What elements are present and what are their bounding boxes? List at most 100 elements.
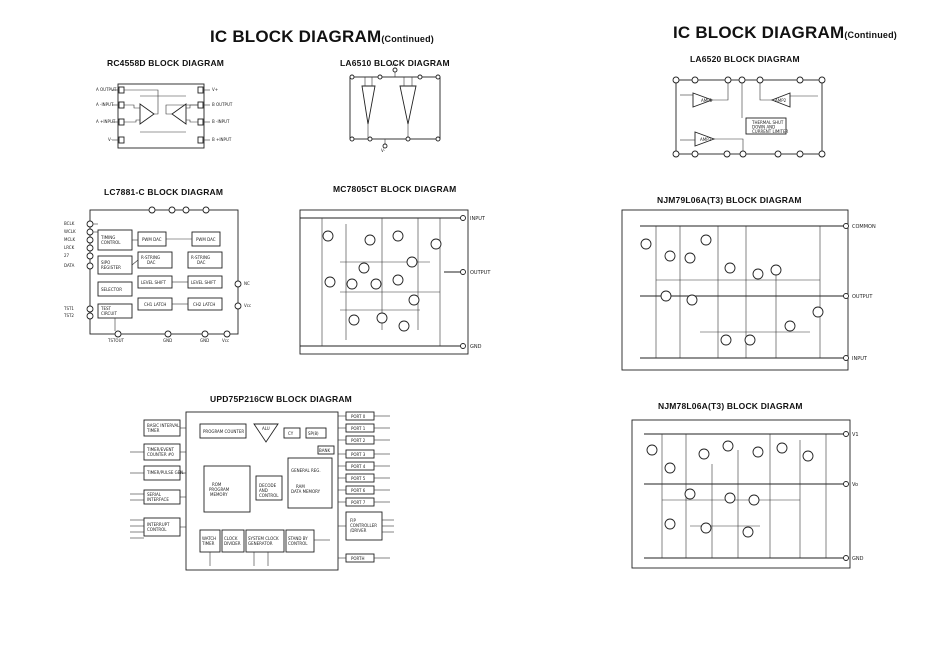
svg-text:V-: V- — [381, 148, 386, 153]
svg-text:/DRIVER: /DRIVER — [350, 528, 367, 533]
svg-text:CH1 LATCH: CH1 LATCH — [144, 302, 166, 307]
page-title-right-text: IC BLOCK DIAGRAM — [673, 23, 845, 42]
upd-ports: PORT 0 PORT 1 PORT 2 PORT 3 PORT 4 PORT … — [345, 411, 383, 563]
svg-text:SYSTEM CLOCK: SYSTEM CLOCK — [248, 536, 279, 541]
mc7805ct-diagram: INPUT OUTPUT GND — [299, 209, 491, 355]
svg-text:PORT 4: PORT 4 — [351, 464, 366, 469]
svg-text:Vcc: Vcc — [222, 338, 229, 343]
svg-text:LEVEL SHIFT: LEVEL SHIFT — [141, 280, 166, 285]
svg-text:PWM DAC: PWM DAC — [142, 237, 162, 242]
svg-text:B -INPUT: B -INPUT — [212, 119, 230, 124]
svg-text:SP(8): SP(8) — [308, 431, 319, 436]
svg-text:COMMON: COMMON — [852, 224, 876, 230]
page-title-right-suffix: (Continued) — [844, 30, 897, 40]
la6520-diagram: AMP1 AMP2 AMP3 THERMAL SHUT DOWN AND CUR… — [672, 76, 826, 158]
svg-text:BANK: BANK — [319, 448, 330, 453]
svg-text:WATCH: WATCH — [202, 536, 216, 541]
svg-text:REGISTER: REGISTER — [101, 265, 121, 270]
svg-text:PORT 5: PORT 5 — [351, 476, 366, 481]
svg-text:OUTPUT: OUTPUT — [852, 294, 873, 300]
title-lc7881c: LC7881-C BLOCK DIAGRAM — [104, 187, 224, 197]
svg-text:R-STRING: R-STRING — [141, 255, 160, 260]
svg-text:CONTROL: CONTROL — [101, 240, 121, 245]
svg-text:LEVEL SHIFT: LEVEL SHIFT — [191, 280, 216, 285]
la6510-diagram: V+ V- — [349, 62, 441, 153]
svg-text:GND: GND — [200, 338, 209, 343]
svg-text:TIMER: TIMER — [146, 428, 160, 433]
svg-text:MCLK: MCLK — [64, 237, 75, 242]
svg-text:A +INPUT: A +INPUT — [96, 119, 116, 124]
svg-text:GND: GND — [852, 556, 864, 562]
svg-text:BCLK: BCLK — [64, 221, 75, 226]
njm79l06a-diagram: COMMON OUTPUT INPUT — [621, 209, 876, 371]
svg-text:SELECTOR: SELECTOR — [101, 287, 122, 292]
title-mc7805ct: MC7805CT BLOCK DIAGRAM — [333, 184, 457, 194]
svg-text:PORT 7: PORT 7 — [351, 500, 366, 505]
title-njm79l06a: NJM79L06A(T3) BLOCK DIAGRAM — [657, 195, 802, 205]
svg-text:27: 27 — [64, 253, 70, 258]
svg-text:TIMER: TIMER — [201, 541, 215, 546]
svg-text:DATA MEMORY: DATA MEMORY — [291, 489, 321, 494]
svg-text:V+: V+ — [391, 62, 397, 67]
svg-text:COUNTER #0: COUNTER #0 — [147, 452, 174, 457]
svg-text:V1: V1 — [852, 432, 859, 438]
svg-text:GND: GND — [470, 344, 482, 350]
svg-text:ROM: ROM — [212, 482, 222, 487]
svg-text:INPUT: INPUT — [470, 216, 486, 222]
svg-text:THERMAL SHUT: THERMAL SHUT — [751, 120, 784, 125]
page-title-left-text: IC BLOCK DIAGRAM — [210, 27, 382, 46]
svg-text:CIRCUIT: CIRCUIT — [101, 311, 117, 316]
title-njm78l06a: NJM78L06A(T3) BLOCK DIAGRAM — [658, 401, 803, 411]
svg-text:DOWN AND: DOWN AND — [752, 125, 775, 130]
svg-text:TST1: TST1 — [63, 306, 74, 311]
svg-text:TIMER/PULSE GEN.: TIMER/PULSE GEN. — [146, 470, 185, 475]
svg-text:OUTPUT: OUTPUT — [470, 270, 491, 276]
svg-text:TSTOUT: TSTOUT — [107, 338, 125, 343]
svg-text:MEMORY: MEMORY — [210, 492, 228, 497]
svg-text:PORTH: PORTH — [351, 556, 365, 561]
svg-text:PROGRAM COUNTER: PROGRAM COUNTER — [203, 429, 244, 434]
svg-text:GND: GND — [163, 338, 172, 343]
svg-text:PORT 1: PORT 1 — [351, 426, 366, 431]
svg-text:A OUTPUT: A OUTPUT — [96, 87, 117, 92]
svg-text:PORT 0: PORT 0 — [351, 414, 366, 419]
svg-text:INTERFACE: INTERFACE — [147, 497, 169, 502]
svg-text:NC: NC — [244, 281, 250, 286]
svg-text:INPUT: INPUT — [852, 356, 868, 362]
svg-text:Vcc: Vcc — [244, 303, 251, 308]
svg-text:DAC: DAC — [197, 260, 206, 265]
svg-text:WCLK: WCLK — [64, 229, 76, 234]
svg-text:DECODE: DECODE — [259, 483, 277, 488]
svg-text:CONTROL: CONTROL — [288, 541, 308, 546]
title-la6510: LA6510 BLOCK DIAGRAM — [340, 58, 450, 68]
svg-text:PORT 6: PORT 6 — [351, 488, 366, 493]
svg-text:AND: AND — [259, 488, 268, 493]
svg-text:TIMER/EVENT: TIMER/EVENT — [146, 447, 175, 452]
svg-text:CONTROLLER: CONTROLLER — [350, 523, 377, 528]
svg-text:ALU: ALU — [262, 426, 270, 431]
svg-text:TST2: TST2 — [63, 313, 74, 318]
svg-text:CH2 LATCH: CH2 LATCH — [193, 302, 215, 307]
title-la6520: LA6520 BLOCK DIAGRAM — [690, 54, 800, 64]
page-title-left: IC BLOCK DIAGRAM(Continued) — [210, 27, 434, 47]
svg-text:DAC: DAC — [147, 260, 156, 265]
svg-text:LRCK: LRCK — [64, 245, 75, 250]
svg-text:B +INPUT: B +INPUT — [212, 137, 232, 142]
njm78l06a-diagram: V1 Vo GND — [631, 419, 864, 569]
svg-text:SERIAL: SERIAL — [147, 492, 162, 497]
svg-text:GENERAL REG.: GENERAL REG. — [291, 468, 321, 473]
svg-text:R-STRING: R-STRING — [191, 255, 210, 260]
title-upd75p216cw: UPD75P216CW BLOCK DIAGRAM — [210, 394, 352, 404]
svg-text:PORT 3: PORT 3 — [351, 452, 366, 457]
svg-text:CURRENT LIMITER: CURRENT LIMITER — [752, 129, 789, 134]
svg-text:RAM: RAM — [296, 484, 305, 489]
svg-text:CONTROL: CONTROL — [259, 493, 279, 498]
svg-text:BASIC INTERVAL: BASIC INTERVAL — [147, 423, 180, 428]
page-title-left-suffix: (Continued) — [381, 34, 434, 44]
page-title-right: IC BLOCK DIAGRAM(Continued) — [673, 23, 897, 43]
svg-text:AMP3: AMP3 — [700, 137, 712, 142]
svg-text:PORT 2: PORT 2 — [351, 438, 366, 443]
